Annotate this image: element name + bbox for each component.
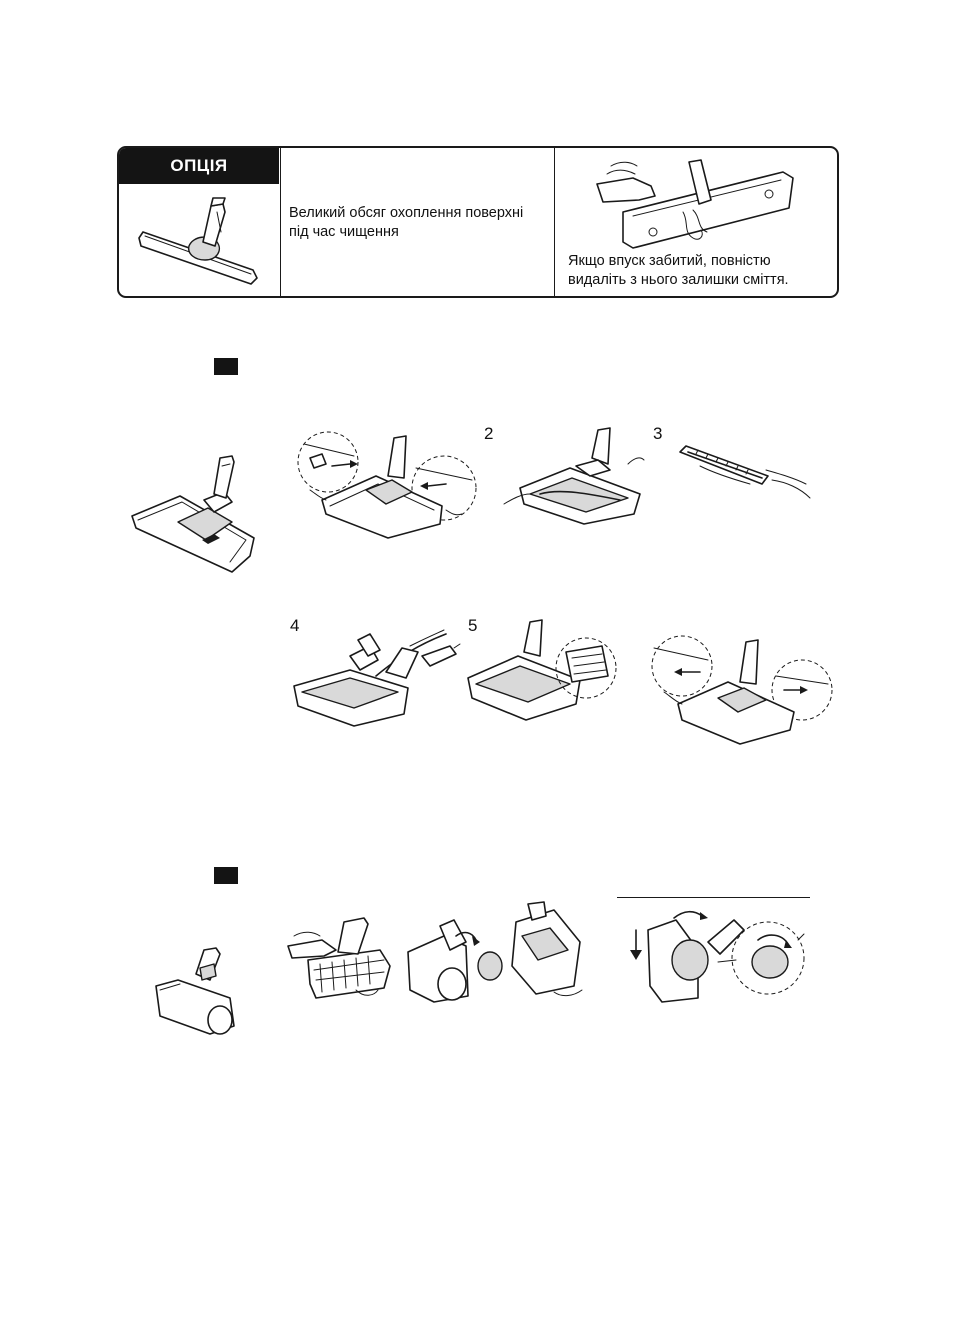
option-description-line: Великий обсяг охоплення поверхні [289,204,549,223]
option-nozzle-cell: ОПЦІЯ [119,148,281,296]
option-description: Великий обсяг охоплення поверхні під час… [289,204,549,242]
step6-illustration [648,632,836,750]
step-number-2: 2 [484,424,493,444]
option-note-cell: Якщо впуск забитий, повністю видаліть з … [555,148,837,296]
step1-illustration [296,420,476,540]
step4-illustration [290,626,466,730]
option-description-cell: Великий обсяг охоплення поверхні під час… [281,148,555,296]
option-badge: ОПЦІЯ [119,148,279,184]
divider-line [617,897,810,898]
section-marker-icon [214,867,238,884]
option-description-line: під час чищення [289,223,549,242]
option-table: ОПЦІЯ Великий обсяг охоплення поверхні п… [117,146,839,298]
section-marker-icon [214,358,238,375]
step2-illustration [500,424,650,524]
turbo-clean-step1-illustration [284,910,394,1002]
option-note-line: Якщо впуск забитий, повністю [568,252,833,271]
floor-nozzle-illustration [128,452,258,576]
option-note-line: видаліть з нього залишки сміття. [568,271,833,290]
flat-floor-nozzle-illustration [133,192,263,292]
turbo-clean-step2-illustration [404,902,590,1006]
clogged-inlet-illustration [593,152,803,250]
step-number-3: 3 [653,424,662,444]
option-note: Якщо впуск забитий, повністю видаліть з … [568,252,833,290]
turbo-clean-step3-illustration [628,906,810,1006]
turbo-nozzle-illustration [150,946,240,1042]
step5-illustration [462,616,618,724]
step3-illustration [676,440,816,506]
